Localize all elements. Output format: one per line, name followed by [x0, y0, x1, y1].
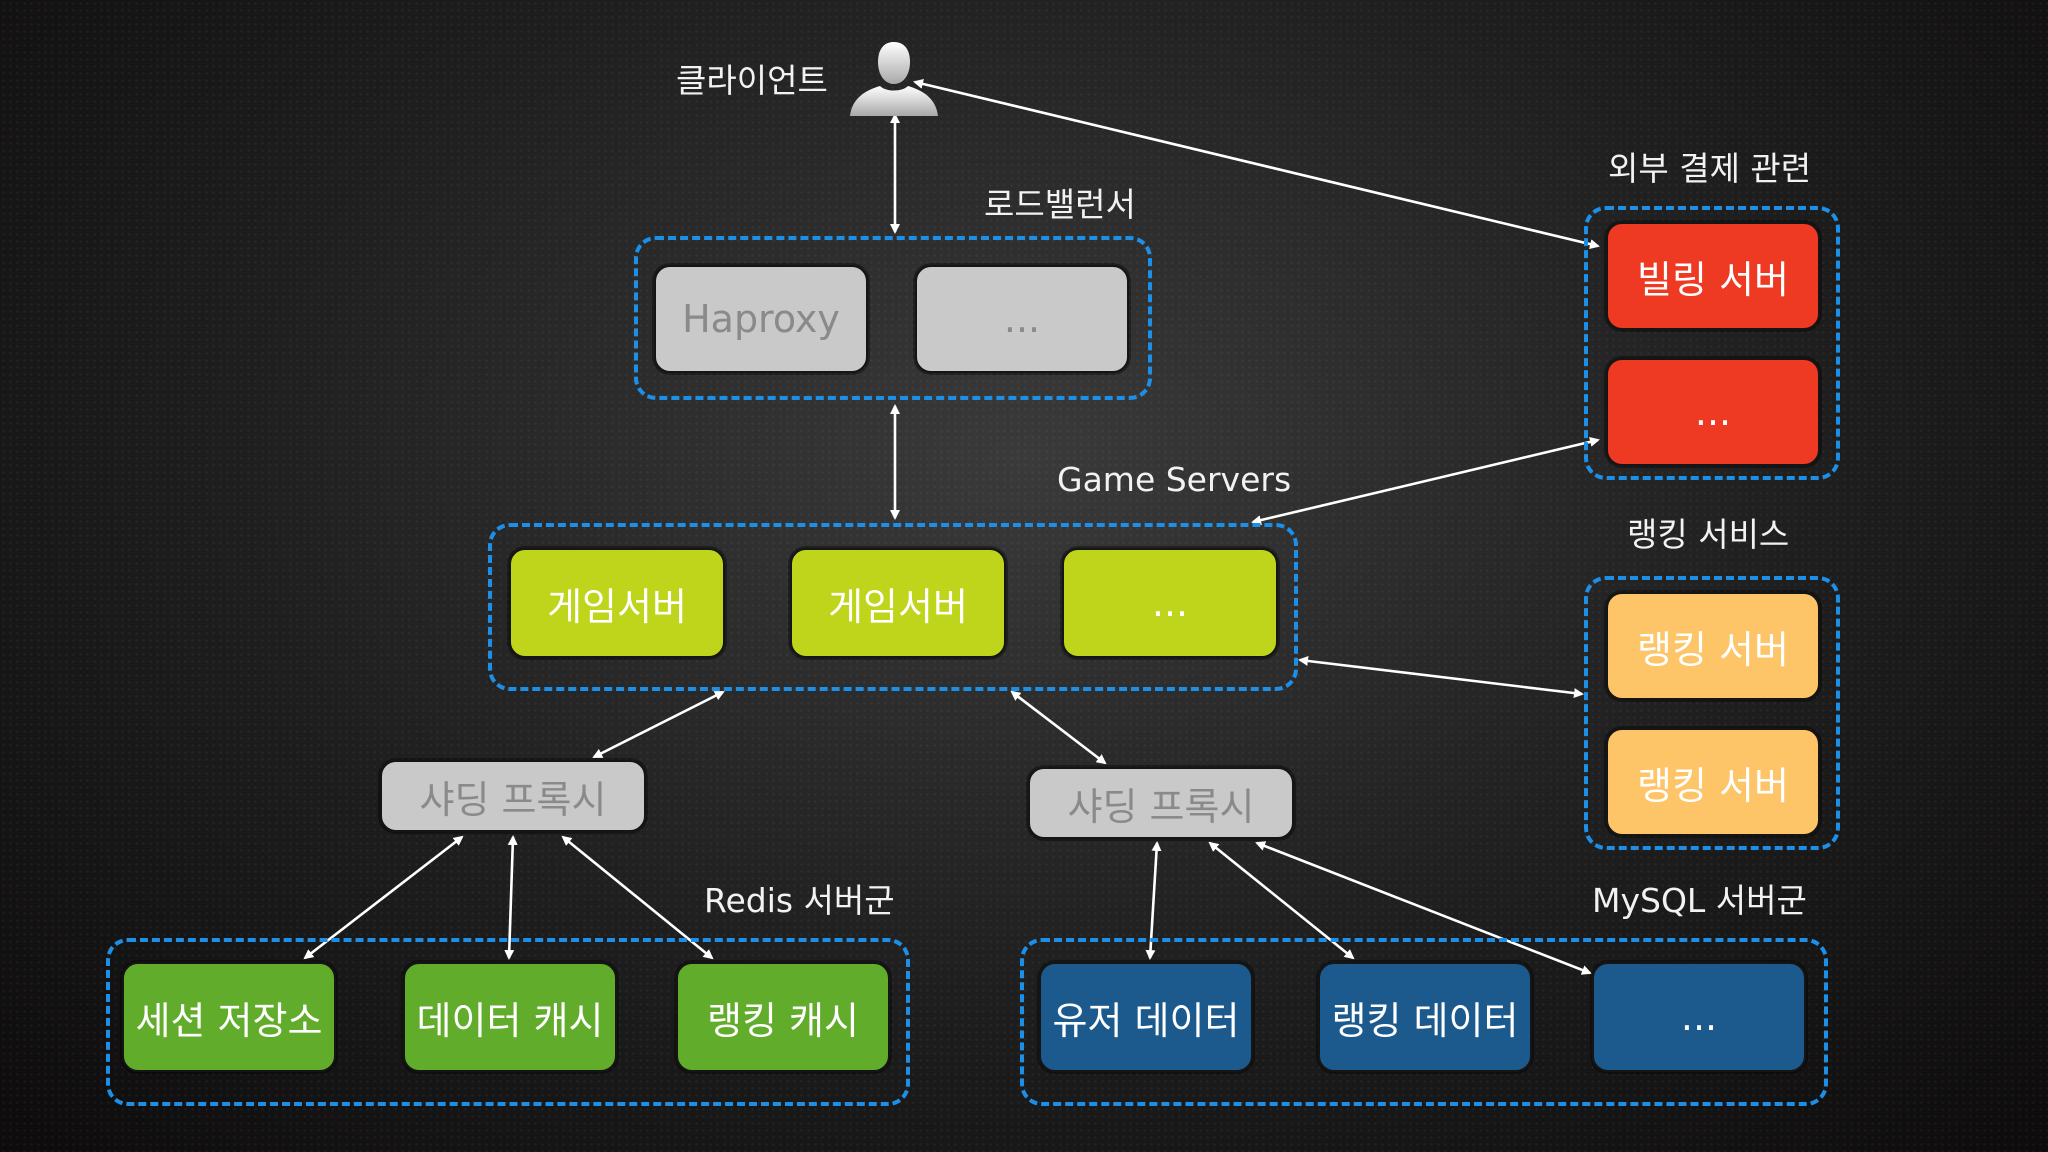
- arrow-client-billing: [913, 79, 1600, 249]
- game-servers-group: [488, 523, 1298, 691]
- load-balancer-label: 로드밸런서: [984, 185, 1136, 224]
- arrow-proxy2-mysql-more: [1255, 841, 1592, 975]
- lb-node-haproxy[interactable]: Haproxy: [654, 265, 868, 373]
- billing-server[interactable]: 빌링 서버: [1606, 222, 1820, 330]
- redis-session-store[interactable]: 세션 저장소: [122, 962, 336, 1072]
- sharding-proxy-2[interactable]: 샤딩 프록시: [1028, 767, 1294, 839]
- redis-ranking-cache[interactable]: 랭킹 캐시: [676, 962, 890, 1072]
- game-server-1[interactable]: 게임서버: [509, 548, 725, 658]
- arrow-proxy1-rankcache: [561, 835, 714, 960]
- redis-data-cache[interactable]: 데이터 캐시: [403, 962, 617, 1072]
- client-label: 클라이언트: [676, 61, 828, 100]
- mysql-ranking-data[interactable]: 랭킹 데이터: [1318, 962, 1532, 1072]
- ranking-service-group: [1584, 576, 1840, 850]
- redis-label: Redis 서버군: [704, 881, 895, 920]
- load-balancer-group: [634, 236, 1152, 400]
- user-icon: [850, 42, 938, 116]
- mysql-user-data[interactable]: 유저 데이터: [1039, 962, 1253, 1072]
- ranking-server-1[interactable]: 랭킹 서버: [1606, 592, 1820, 700]
- lb-node-more[interactable]: ...: [915, 265, 1129, 373]
- sharding-proxy-1[interactable]: 샤딩 프록시: [380, 760, 646, 832]
- arrow-game-proxy1: [592, 690, 725, 759]
- redis-group: [106, 938, 910, 1106]
- arrow-game-proxy2: [1010, 690, 1107, 765]
- game-server-2[interactable]: 게임서버: [790, 548, 1006, 658]
- game-servers-label: Game Servers: [1057, 460, 1292, 499]
- mysql-group: [1020, 938, 1828, 1106]
- game-server-more[interactable]: ...: [1062, 548, 1278, 658]
- payment-label: 외부 결제 관련: [1608, 149, 1812, 188]
- ranking-service-label: 랭킹 서비스: [1627, 515, 1790, 554]
- billing-group: [1584, 206, 1840, 480]
- mysql-more[interactable]: ...: [1592, 962, 1806, 1072]
- ranking-server-2[interactable]: 랭킹 서버: [1606, 728, 1820, 836]
- arrow-proxy1-datacache: [504, 835, 518, 960]
- billing-server-more[interactable]: ...: [1606, 358, 1820, 466]
- arrow-proxy1-session: [303, 835, 464, 960]
- arrow-game-ranking: [1298, 655, 1584, 699]
- mysql-label: MySQL 서버군: [1592, 881, 1807, 920]
- arrow-game-billing: [1251, 436, 1600, 526]
